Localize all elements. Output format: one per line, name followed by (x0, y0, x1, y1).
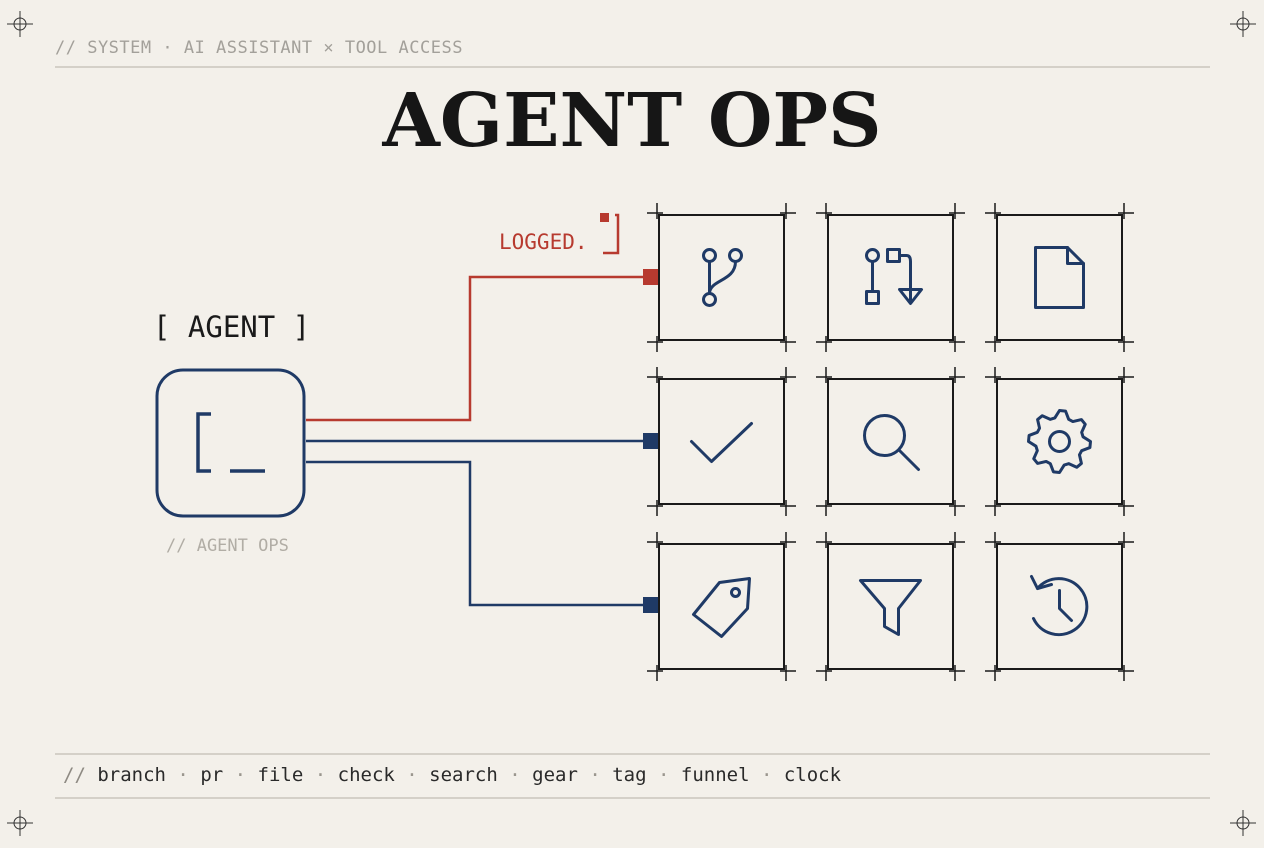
crop-marks (816, 203, 965, 352)
logged-annotation: LOGGED. (499, 230, 588, 254)
legend-separator: · (223, 764, 258, 786)
connector-logged-branch (306, 275, 645, 422)
legend-separator: · (303, 764, 338, 786)
registration-mark-bottom-left (7, 810, 33, 836)
tag-icon (692, 577, 751, 638)
legend-separator: · (165, 764, 201, 786)
check-icon (690, 422, 753, 463)
connector-endpoint-branch (643, 269, 659, 285)
crop-marks (816, 367, 965, 516)
file-icon (1034, 246, 1085, 309)
tool-tile-file[interactable] (985, 203, 1134, 352)
crop-marks (647, 203, 796, 352)
tool-tile-search[interactable] (816, 367, 965, 516)
logged-bracket (600, 213, 620, 255)
legend-prefix: // (63, 764, 86, 786)
legend-item-tag: tag (612, 764, 647, 786)
crop-marks (647, 367, 796, 516)
tool-tile-funnel[interactable] (816, 532, 965, 681)
registration-mark-top-left (7, 11, 33, 37)
clock-history-icon (1030, 575, 1089, 637)
legend-separator: · (394, 764, 430, 786)
crop-marks (647, 532, 796, 681)
crop-marks (985, 203, 1134, 352)
header-divider (55, 66, 1210, 68)
legend-separator: · (749, 764, 784, 786)
tool-tile-pr[interactable] (816, 203, 965, 352)
system-label: // SYSTEM · AI ASSISTANT × TOOL ACCESS (55, 38, 463, 58)
legend-item-search: search (429, 764, 498, 786)
git-branch-icon (702, 248, 743, 307)
tool-tile-branch[interactable] (647, 203, 796, 352)
tool-grid (647, 203, 1134, 681)
pull-request-icon (865, 248, 923, 305)
legend-item-clock: clock (783, 764, 842, 786)
legend-separator: · (646, 764, 681, 786)
connector-endpoint-check (643, 433, 659, 449)
tool-tile-gear[interactable] (985, 367, 1134, 516)
legend-item-branch: branch (97, 764, 166, 786)
agent-subtitle: // AGENT OPS (166, 536, 289, 556)
legend-separator: · (497, 764, 533, 786)
tool-legend: // branch · pr · file · check · search ·… (63, 764, 841, 786)
tool-tile-clock[interactable] (985, 532, 1134, 681)
connector-tag (306, 460, 645, 607)
registration-mark-top-right (1230, 11, 1256, 37)
terminal-prompt-icon (196, 412, 265, 473)
crop-marks (985, 367, 1134, 516)
legend-separator: · (577, 764, 613, 786)
legend-item-gear: gear (532, 764, 578, 786)
crop-marks (816, 532, 965, 681)
connector-endpoint-tag (643, 597, 659, 613)
footer-divider-top (55, 753, 1210, 755)
agent-heading: [ AGENT ] (153, 310, 311, 344)
legend-item-check: check (337, 764, 395, 786)
crop-marks (985, 532, 1134, 681)
footer-divider-bottom (55, 797, 1210, 799)
page-title: AGENT OPS (382, 78, 882, 164)
tool-tile-check[interactable] (647, 367, 796, 516)
legend-item-funnel: funnel (680, 764, 750, 786)
legend-item-file: file (257, 764, 304, 786)
legend-item-pr: pr (200, 764, 224, 786)
search-icon (863, 414, 920, 471)
funnel-icon (859, 579, 922, 636)
gear-icon (1027, 409, 1092, 474)
registration-mark-bottom-right (1230, 810, 1256, 836)
tool-tile-tag[interactable] (647, 532, 796, 681)
agent-terminal-box[interactable] (155, 368, 306, 518)
